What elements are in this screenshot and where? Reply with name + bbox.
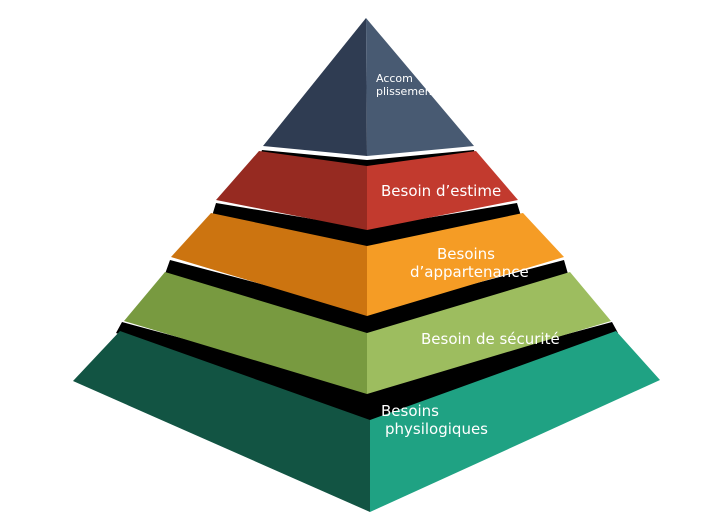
- label-estime: Besoin d’estime: [381, 182, 501, 200]
- estime-left-face: [216, 151, 367, 230]
- label-appartenance-line-1: Besoins: [437, 245, 496, 263]
- level-estime: [216, 151, 518, 230]
- label-accomplissement-line-2: plissement: [376, 85, 437, 99]
- physiologiques-left-face: [73, 331, 370, 512]
- label-physiologiques: Besoins physilogiques: [381, 402, 488, 438]
- level-securite: [124, 272, 611, 394]
- level-accomplissement: [263, 18, 474, 156]
- label-securite: Besoin de sécurité: [421, 330, 560, 348]
- label-accomplissement-line-1: Accom: [376, 72, 413, 85]
- appartenance-left-face: [171, 213, 367, 316]
- physiologiques-right-face: [370, 331, 660, 512]
- label-securite-line-1: Besoin de sécurité: [421, 330, 560, 348]
- label-physiologiques-line-1: Besoins: [381, 402, 440, 420]
- separator-1: [259, 150, 476, 170]
- accomplissement-right-face: [366, 18, 474, 156]
- separator-4: [116, 322, 618, 422]
- separator-2: [212, 203, 521, 248]
- securite-left-face: [124, 272, 367, 394]
- estime-right-face: [367, 151, 518, 230]
- label-accomplissement: Accom plissement: [376, 72, 436, 98]
- accomplissement-left-face: [263, 18, 367, 156]
- level-physiologiques: [73, 331, 660, 512]
- appartenance-right-face: [367, 213, 564, 316]
- securite-right-face: [367, 272, 611, 394]
- label-physiologiques-line-2: physilogiques: [385, 420, 488, 438]
- level-appartenance: [171, 213, 564, 316]
- label-appartenance: Besoins d’appartenance: [410, 245, 529, 281]
- label-appartenance-line-2: d’appartenance: [410, 263, 529, 281]
- label-estime-line-1: Besoin d’estime: [381, 182, 502, 200]
